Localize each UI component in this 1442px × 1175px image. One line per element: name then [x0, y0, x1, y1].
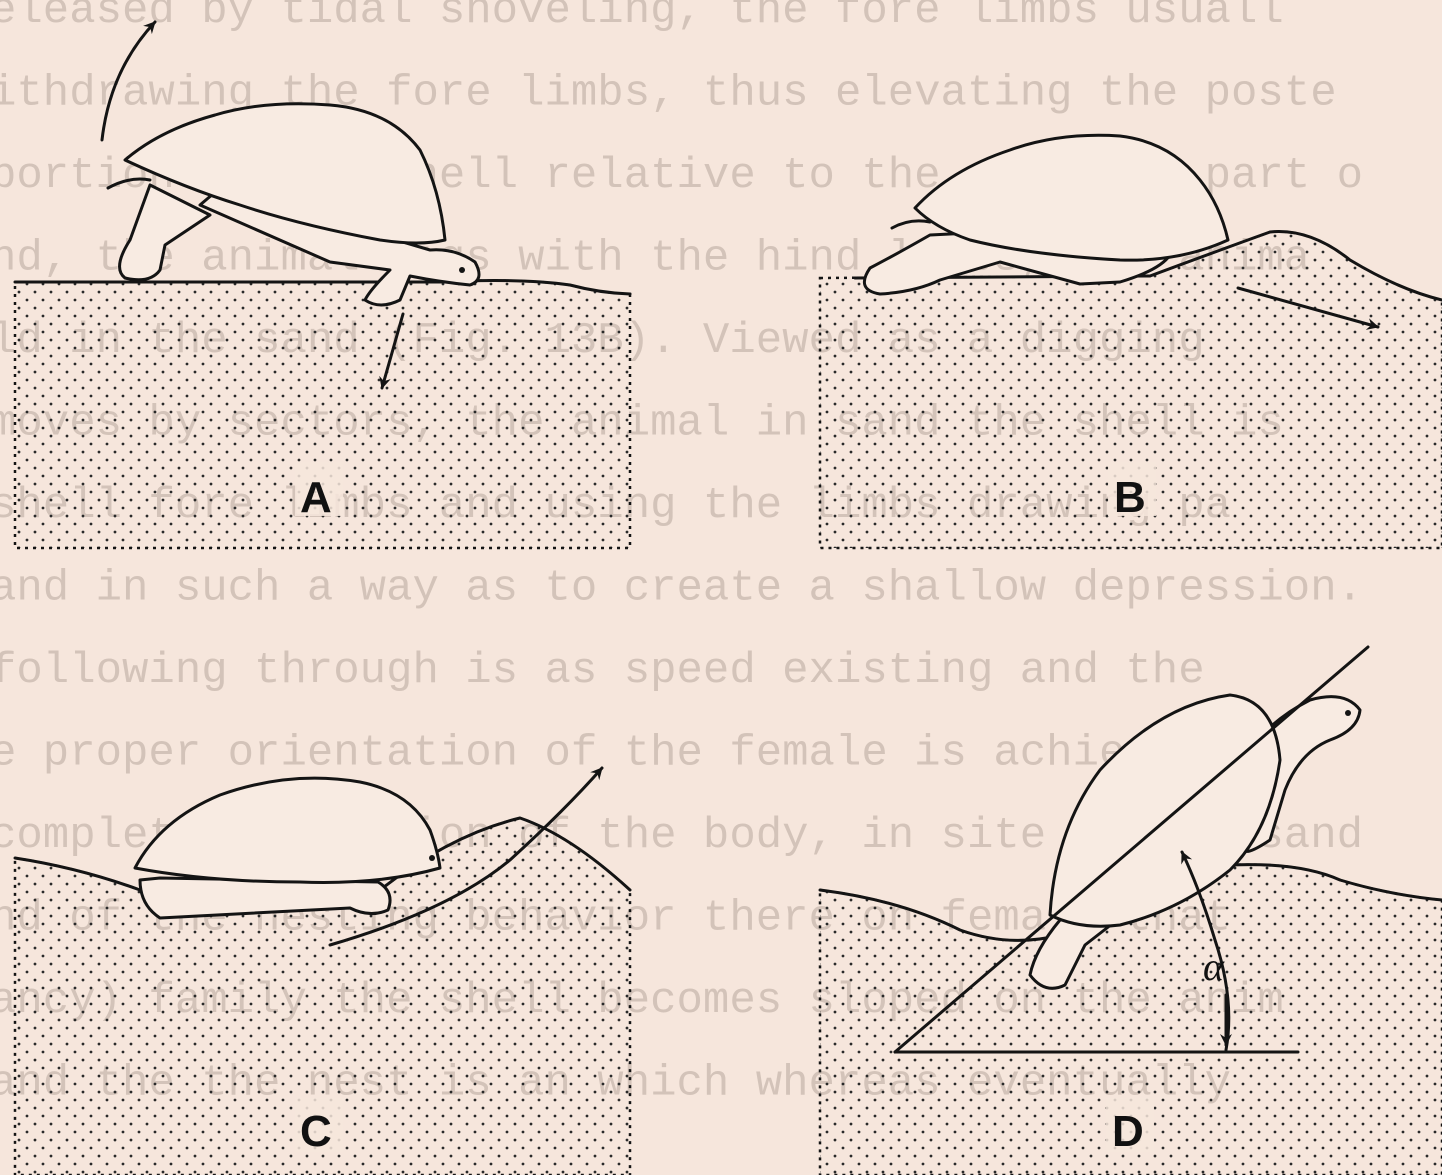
background-text-line: following through is as speed existing a… [0, 646, 1205, 696]
angle-alpha-label: α [1203, 944, 1225, 989]
panel-d: α D [820, 647, 1442, 1175]
background-text-line: and in such a way as to create a shallow… [0, 564, 1363, 614]
panel-label-a: A [300, 473, 332, 522]
panel-label-b: B [1114, 473, 1146, 522]
panel-label-c: C [300, 1107, 332, 1156]
background-text-line: ithdrawing the fore limbs, thus elevatin… [0, 69, 1337, 119]
panel-label-d: D [1112, 1107, 1144, 1156]
background-text-line: eleased by tidal shoveling, the fore lim… [0, 0, 1284, 36]
